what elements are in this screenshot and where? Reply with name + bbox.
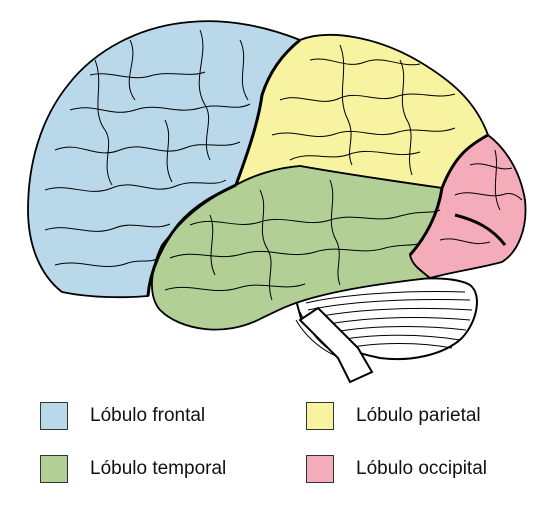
brain-stem bbox=[298, 306, 374, 384]
legend-swatch-parietal bbox=[306, 402, 334, 430]
legend-label-frontal: Lóbulo frontal bbox=[90, 405, 206, 426]
legend-swatch-temporal bbox=[40, 455, 68, 483]
legend-item-parietal: Lóbulo parietal bbox=[306, 402, 481, 430]
legend-swatch-occipital bbox=[306, 455, 334, 483]
legend-item-frontal: Lóbulo frontal bbox=[40, 402, 205, 430]
major-sulci bbox=[146, 38, 507, 297]
brain-lobes-illustration bbox=[27, 20, 527, 384]
legend-item-temporal: Lóbulo temporal bbox=[40, 455, 226, 483]
lobe-boundary-dotted bbox=[299, 165, 443, 189]
legend-swatch-frontal bbox=[40, 402, 68, 430]
legend-label-occipital: Lóbulo occipital bbox=[356, 458, 487, 479]
gyri-lines bbox=[44, 29, 523, 301]
legend-label-parietal: Lóbulo parietal bbox=[356, 405, 481, 426]
legend-item-occipital: Lóbulo occipital bbox=[306, 455, 487, 483]
legend-label-temporal: Lóbulo temporal bbox=[90, 458, 227, 479]
